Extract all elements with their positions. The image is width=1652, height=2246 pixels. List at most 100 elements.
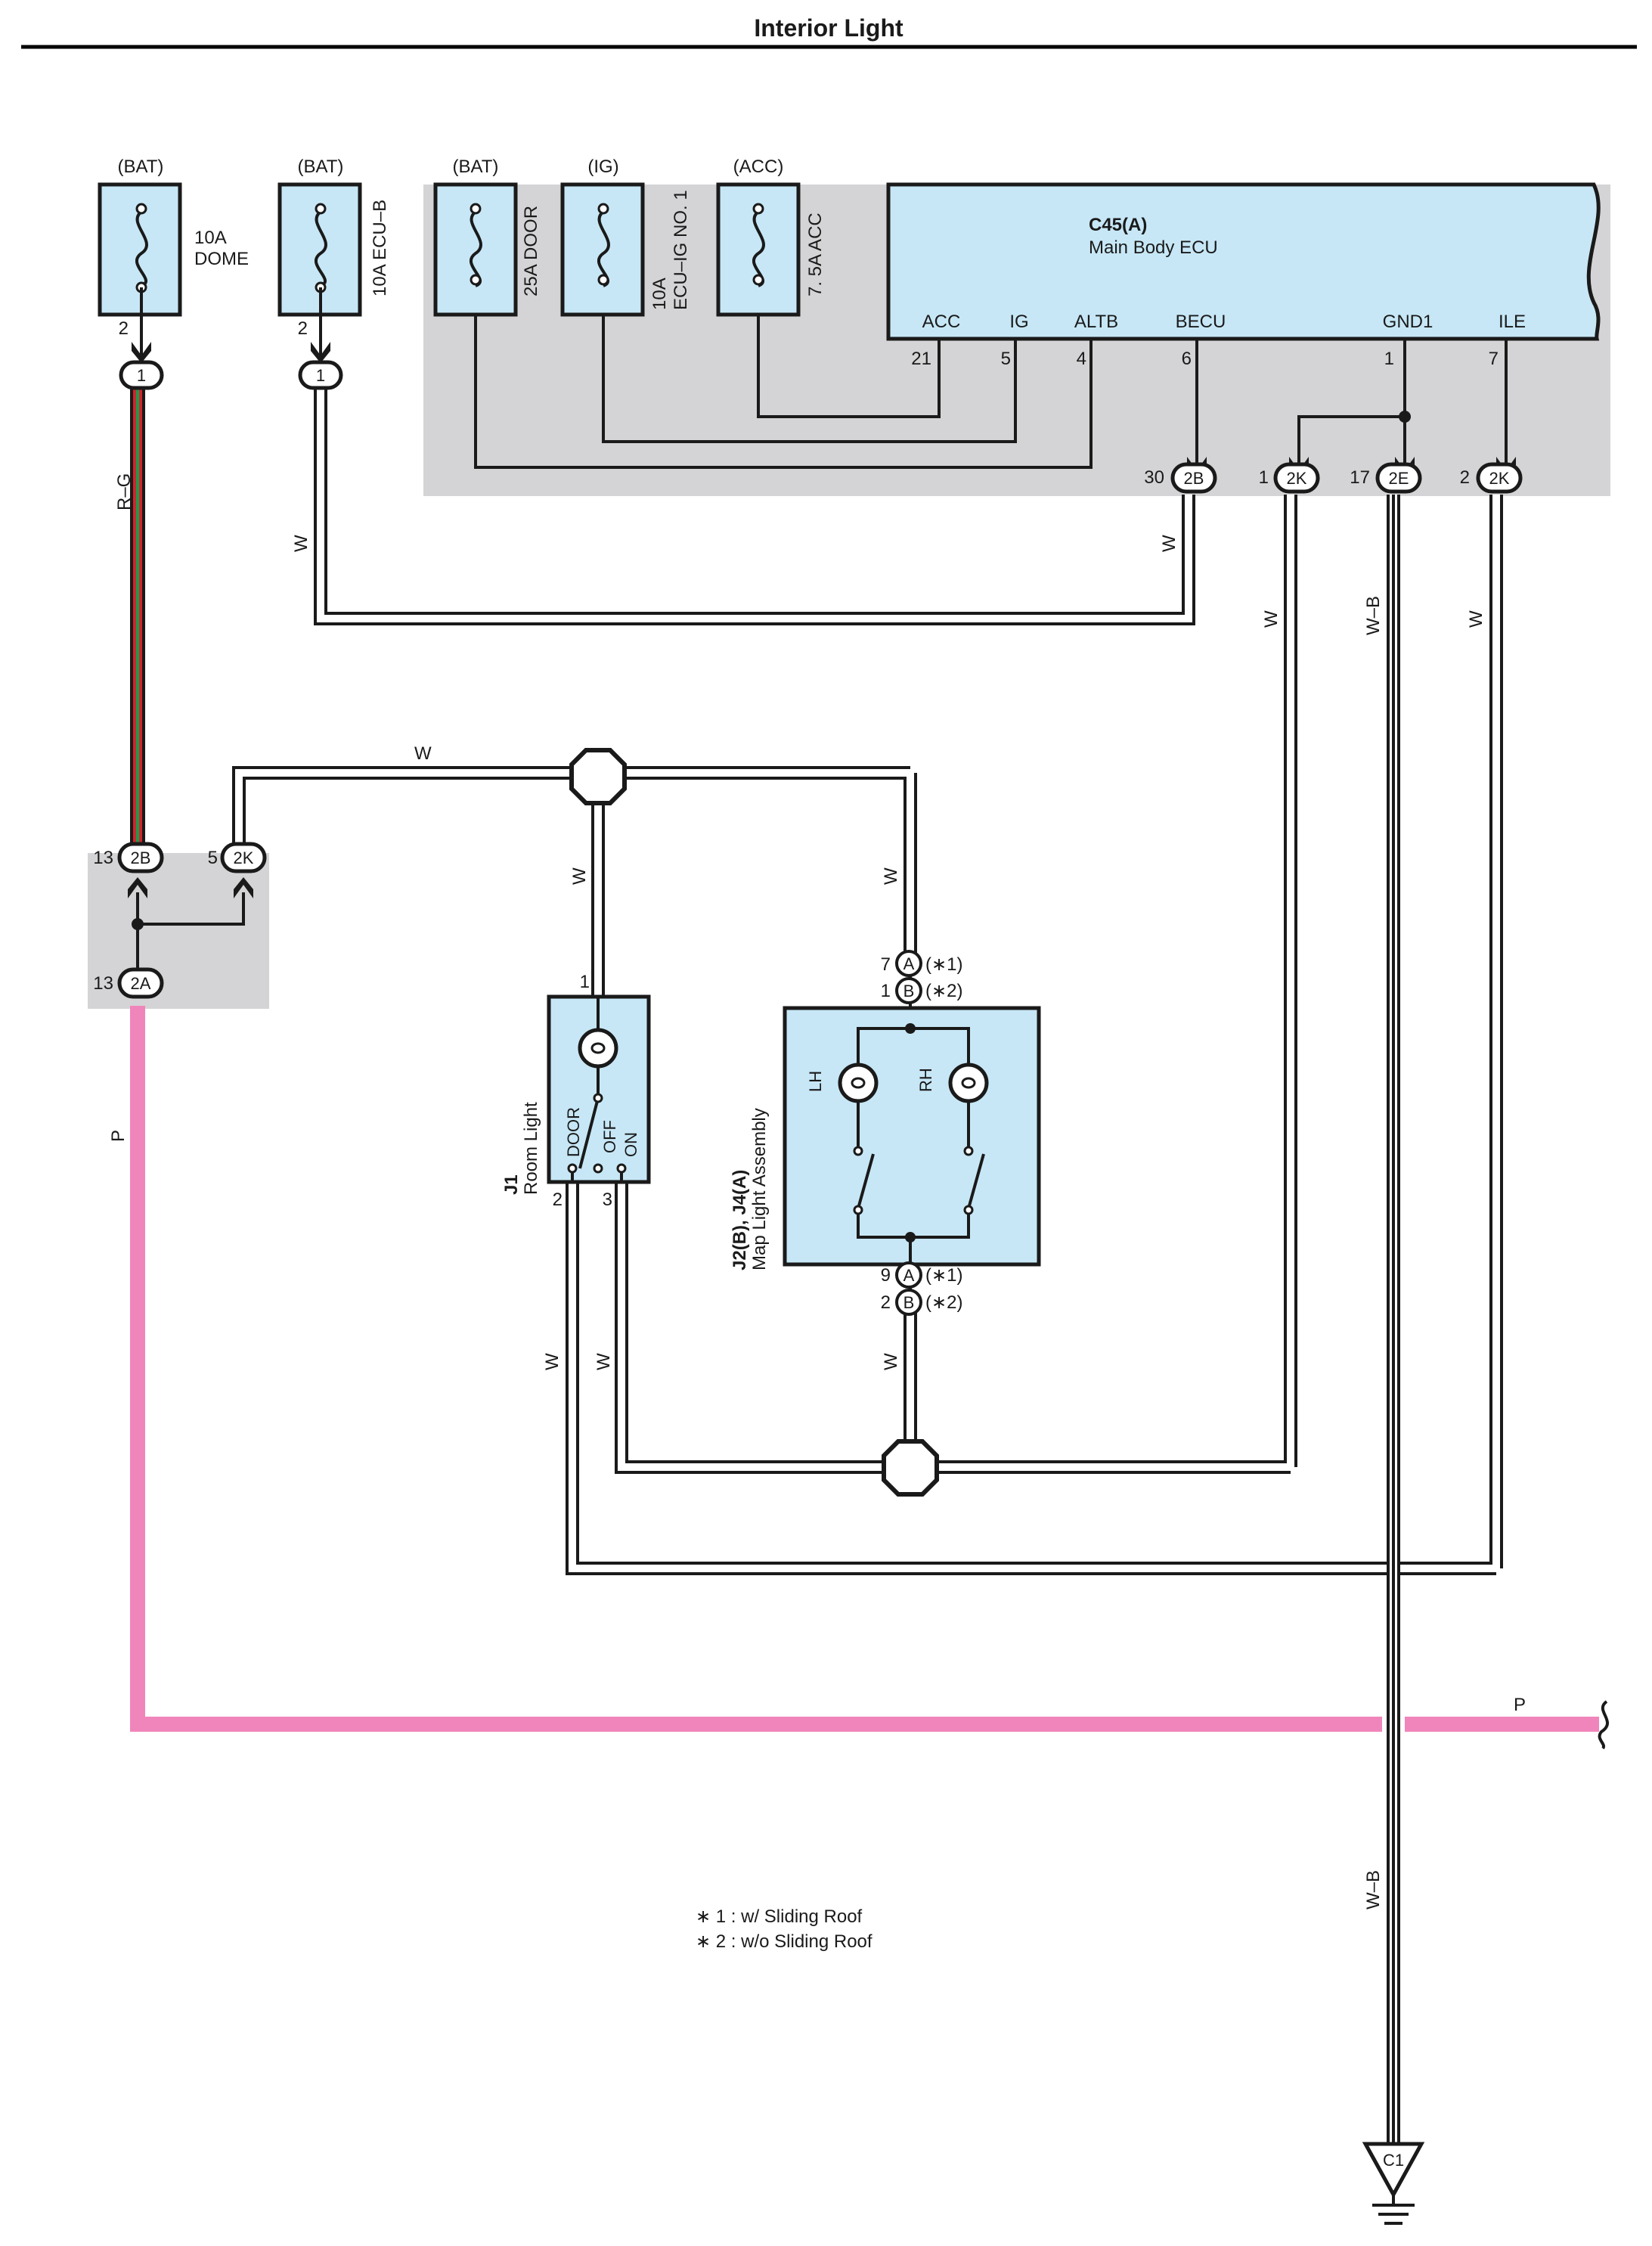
- wire-label-w-room-3: W: [594, 1353, 614, 1370]
- svg-text:2A: 2A: [131, 974, 151, 993]
- room-light-pos-door: DOOR: [564, 1107, 583, 1157]
- gnd1-splice-dot: [1399, 411, 1411, 423]
- junction-gray-zone: [88, 853, 269, 1009]
- svg-text:1: 1: [316, 366, 325, 385]
- map-light-bottom-pin-b: 2: [881, 1292, 891, 1313]
- wire-label-w-horizontal: W: [414, 743, 432, 764]
- wire-label-w-room-top: W: [569, 867, 590, 885]
- map-light-lamp-rh: RH: [916, 1068, 935, 1092]
- fuse-connector-dome: 1: [119, 360, 164, 390]
- fuse-output-stubs: [140, 287, 322, 355]
- ecu-terminal-acc: ACC: [922, 312, 961, 332]
- room-light-code: J1: [501, 1174, 522, 1195]
- svg-text:1: 1: [137, 366, 146, 385]
- wire-label-w-room-2: W: [542, 1353, 563, 1370]
- fuse-ecu-ig-supply: (IG): [587, 157, 618, 177]
- map-light-bottom-pin-a: 9: [881, 1265, 891, 1286]
- fuse-ecu-b-pin: 2: [298, 318, 308, 339]
- fuse-door-supply: (BAT): [453, 157, 499, 177]
- map-light-bottom-conn-b: B: [903, 1293, 915, 1312]
- splice-octagon-lower: [882, 1439, 939, 1497]
- fuse-ecu-ig-no1: (IG) 10A ECU–IG NO. 1: [560, 157, 691, 317]
- ecu-pin-ig: 5: [1001, 349, 1011, 369]
- junction-connector-2k: 5 2K: [208, 842, 267, 873]
- map-light-code: J2(B), J4(A): [730, 1170, 750, 1270]
- fuse-dome-rating: 10A: [194, 228, 227, 248]
- ecu-terminal-gnd1: GND1: [1383, 312, 1433, 332]
- main-body-ecu-box: [886, 182, 1601, 341]
- ecu-pin-altb: 4: [1077, 349, 1086, 369]
- room-light-pin-3: 3: [603, 1190, 612, 1210]
- fuse-dome-pin: 2: [119, 318, 129, 339]
- svg-text:2: 2: [1460, 467, 1470, 488]
- ecu-supply-wiring: [474, 280, 1508, 469]
- map-light-top-conn-b: B: [903, 982, 915, 1000]
- wire-label-w-2k-2: W: [1466, 610, 1486, 628]
- wire-label-w-map-bottom: W: [881, 1353, 901, 1370]
- ecu-code: C45(A): [1089, 215, 1147, 235]
- svg-text:30: 30: [1144, 467, 1164, 488]
- map-light-name: Map Light Assembly: [749, 1108, 770, 1270]
- room-light-pin-2: 2: [553, 1190, 563, 1210]
- svg-text:2B: 2B: [1184, 469, 1204, 488]
- svg-text:17: 17: [1350, 467, 1370, 488]
- map-light-top-pin-b: 1: [881, 981, 891, 1001]
- ecu-pin-gnd1: 1: [1384, 349, 1394, 369]
- map-light-bottom-note-a: (∗1): [925, 1265, 962, 1286]
- ecu-connector-2e: 17 2E: [1350, 462, 1422, 494]
- footnote-2: ∗ 2 : w/o Sliding Roof: [696, 1931, 872, 1952]
- room-light-name: Room Light: [521, 1102, 541, 1195]
- ground-label: C1: [1383, 2151, 1404, 2170]
- junction-wiring: [136, 892, 245, 977]
- ecu-connector-2b: 30 2B: [1144, 462, 1217, 494]
- wire-label-w-map-top: W: [881, 867, 901, 885]
- ecu-pin-ile: 7: [1489, 349, 1499, 369]
- svg-text:13: 13: [93, 848, 113, 868]
- wire-label-wb-lower: W–B: [1363, 1870, 1384, 1909]
- fuse-acc: (ACC) 7. 5A ACC: [716, 157, 826, 317]
- fuse-connector-ecu-b: 1: [298, 360, 343, 390]
- ecu-pin-acc: 21: [911, 349, 931, 369]
- room-light-j1: 1 DOOR OFF ON J1 Room Light 2 3: [501, 972, 651, 1210]
- wire-label-wb-upper: W–B: [1363, 596, 1384, 635]
- svg-text:5: 5: [208, 848, 218, 868]
- map-light-top-pin-a: 7: [881, 954, 891, 975]
- fuse-ecu-b-label: 10A ECU–B: [370, 200, 390, 296]
- map-light-assembly: 7 A (∗1) 1 B (∗2) LH RH J2(B), J4(A) Map…: [730, 950, 1041, 1316]
- ecu-connector-2k-2: 2 2K: [1460, 462, 1523, 494]
- splice-octagon-upper: [569, 748, 627, 805]
- wire-label-p-right: P: [1514, 1695, 1526, 1715]
- footnote-1: ∗ 1 : w/ Sliding Roof: [696, 1906, 863, 1927]
- fuse-dome-supply: (BAT): [118, 157, 164, 177]
- map-light-bottom-conn-a: A: [903, 1266, 915, 1285]
- room-light-pos-off: OFF: [600, 1120, 619, 1153]
- wire-label-rg: R–G: [114, 473, 135, 510]
- wire-label-w-becu: W: [1159, 535, 1179, 552]
- wire-label-w-2k-1: W: [1261, 610, 1282, 628]
- map-light-lamp-lh: LH: [806, 1071, 825, 1092]
- map-light-top-note-a: (∗1): [925, 954, 962, 975]
- ecu-connector-2k-1: 1 2K: [1259, 462, 1320, 494]
- fuse-ecu-ig-name: ECU–IG NO. 1: [671, 190, 691, 310]
- junction-connector-2b: 13 2B: [93, 842, 164, 873]
- wire-label-p-left: P: [108, 1130, 129, 1142]
- fuse-acc-supply: (ACC): [733, 157, 784, 177]
- white-wires: [232, 387, 1503, 1575]
- fuse-dome-name: DOME: [194, 249, 249, 269]
- wire-label-w-ecu-b: W: [291, 535, 311, 552]
- room-light-pos-on: ON: [621, 1132, 640, 1157]
- svg-text:13: 13: [93, 973, 113, 994]
- wire-labels: R–G W W W W–B W W W W P W W W P W–B: [108, 473, 1526, 1909]
- ecu-name: Main Body ECU: [1089, 237, 1218, 258]
- fuse-door: (BAT) 25A DOOR: [433, 157, 541, 317]
- diagram-title: Interior Light: [754, 14, 903, 42]
- svg-text:2K: 2K: [1489, 469, 1510, 488]
- ecu-pin-becu: 6: [1182, 349, 1192, 369]
- junction-connector-2a: 13 2A: [93, 967, 164, 999]
- svg-text:2E: 2E: [1389, 469, 1409, 488]
- r-g-striped-wire: [130, 387, 145, 856]
- map-light-bottom-note-b: (∗2): [925, 1292, 962, 1313]
- svg-text:2K: 2K: [234, 848, 254, 867]
- svg-text:2B: 2B: [131, 848, 151, 867]
